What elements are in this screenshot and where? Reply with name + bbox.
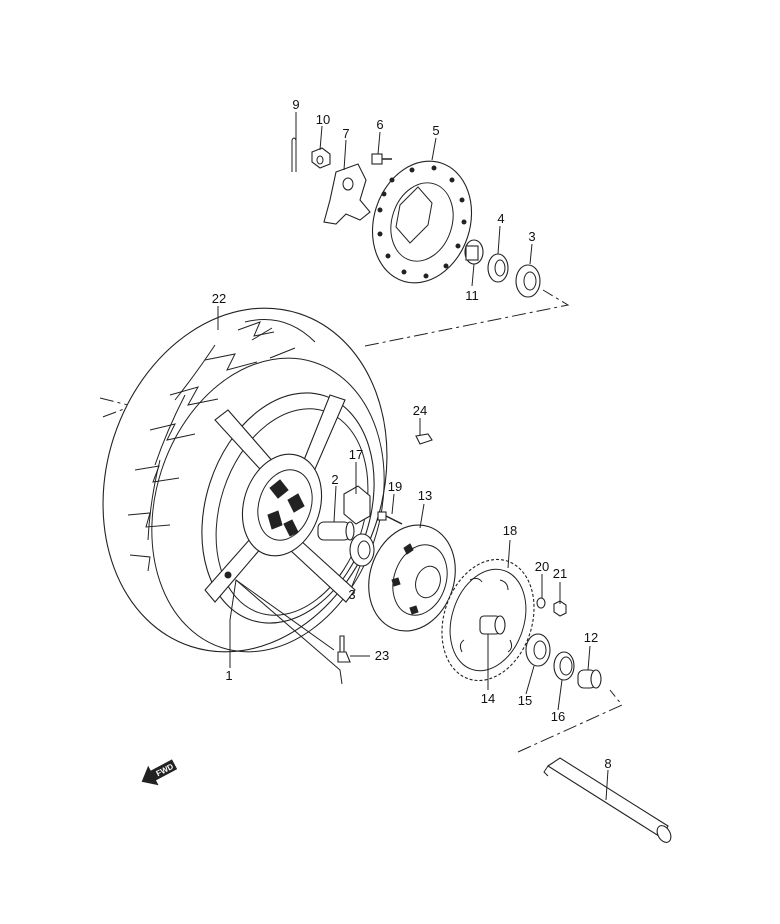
sprocket-carrier [368,524,456,632]
wheel-bearing-left [349,533,375,567]
callout-labels: 1 2 3 3 4 5 6 7 8 9 10 11 12 13 14 15 16… [212,97,612,771]
callout-16: 16 [551,709,565,724]
callout-12: 12 [584,630,598,645]
callout-24: 24 [413,403,427,418]
callout-21: 21 [553,566,567,581]
callout-19: 19 [388,479,402,494]
tire-valve [337,635,351,663]
callout-23: 23 [375,648,389,663]
callout-3-right: 3 [528,229,535,244]
axle-nut [311,147,331,169]
callout-15: 15 [518,693,532,708]
axle-spacer [317,521,355,541]
disc-bolt [371,153,392,165]
forward-direction-arrow: FWD [141,759,178,786]
callout-17: 17 [349,447,363,462]
leader-lines [217,112,609,801]
hub-collar [479,615,506,635]
washer-20 [536,597,546,609]
callout-2: 2 [331,472,338,487]
bolt-19 [377,511,403,525]
dust-seal [487,253,509,283]
callout-22: 22 [212,291,226,306]
callout-4: 4 [497,211,504,226]
seal-16 [553,651,575,681]
callout-11: 11 [465,288,479,303]
callout-8: 8 [604,756,611,771]
cotter-pin [291,137,297,172]
brake-disc [371,160,473,284]
callout-10: 10 [316,112,330,127]
callout-6: 6 [376,117,383,132]
callout-20: 20 [535,559,549,574]
rubber-24 [415,433,433,445]
callout-7: 7 [342,126,349,141]
callout-1: 1 [225,668,232,683]
callout-14: 14 [481,691,495,706]
torque-bracket [323,163,371,225]
spacer-11 [464,239,484,265]
damper-17 [343,485,371,525]
callout-3-left: 3 [348,587,355,602]
rear-axle [543,757,672,843]
spacer-12 [577,669,602,689]
callout-5: 5 [432,123,439,138]
wheel-bearing-right [515,264,541,298]
bearing-15 [525,633,551,667]
callout-9: 9 [292,97,299,112]
wheel-rim [201,392,375,624]
callout-18: 18 [503,523,517,538]
callout-13: 13 [418,488,432,503]
